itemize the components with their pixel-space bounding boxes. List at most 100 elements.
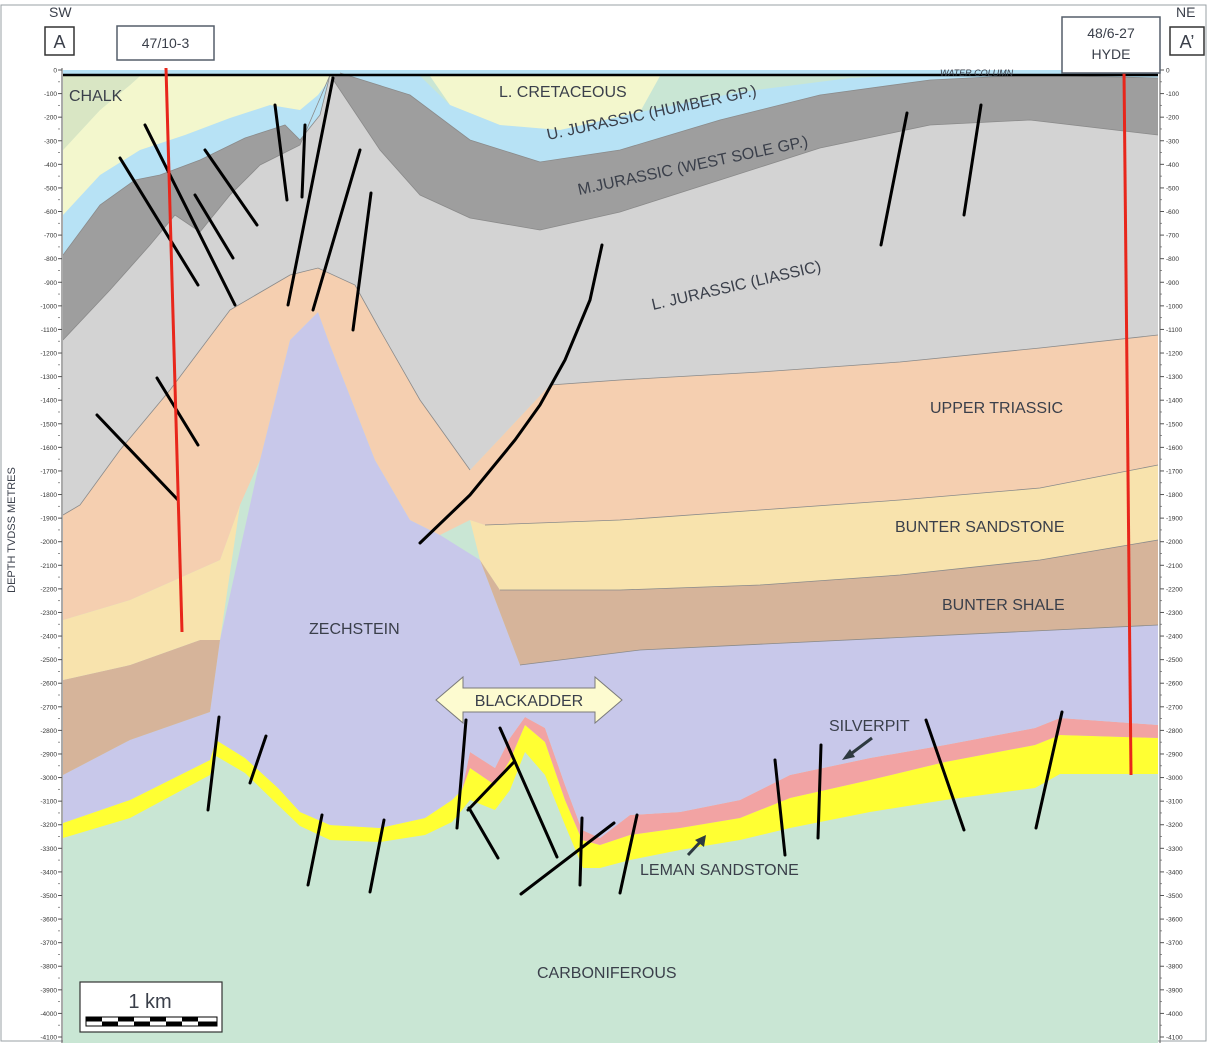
depth-tick-label: -3100: [40, 799, 57, 806]
depth-tick-label: -300: [1166, 138, 1179, 145]
depth-tick-label: -2600: [1166, 681, 1183, 688]
depth-tick-label: -2400: [1166, 634, 1183, 641]
depth-tick-label: -800: [44, 256, 57, 263]
depth-tick-label: -1300: [1166, 374, 1183, 381]
scale-bar-label: 1 km: [128, 991, 171, 1013]
fault: [311, 148, 362, 312]
marker-a-prime-box: [1169, 26, 1205, 56]
depth-tick-label: -4000: [40, 1011, 57, 1018]
depth-tick-label: -2200: [1166, 586, 1183, 593]
label-chalk: CHALK: [69, 88, 123, 105]
layer-zechstein: [63, 312, 1158, 838]
layer-bunter-shale: [63, 540, 1158, 775]
depth-tick-label: -100: [1166, 91, 1179, 98]
fault: [879, 111, 909, 247]
depth-tick-label: -1400: [40, 398, 57, 405]
fault: [118, 156, 200, 287]
depth-tick-label: -4100: [1166, 1035, 1183, 1042]
layer-upper-triassic: [63, 268, 1158, 620]
depth-tick-label: -2100: [1166, 563, 1183, 570]
silverpit-arrowhead: [842, 749, 855, 760]
fault: [368, 818, 386, 894]
depth-axis-right: 0-100-200-300-400-500-600-700-800-900-10…: [1160, 68, 1183, 1042]
depth-tick-label: -800: [1166, 256, 1179, 263]
well-label-47-10-3: 47/10-3: [142, 35, 190, 51]
geologic-layers: [63, 70, 1158, 1043]
well-trace-47-10-3: [164, 67, 184, 633]
depth-tick-label: -1500: [1166, 421, 1183, 428]
label-water-column: WATER COLUMN: [940, 68, 1014, 78]
faults: [95, 76, 1064, 896]
fault: [418, 243, 604, 545]
depth-tick-label: -600: [1166, 209, 1179, 216]
depth-tick-label: -2100: [40, 563, 57, 570]
layer-lower-cretaceous: [63, 76, 660, 215]
depth-tick-label: -2300: [40, 610, 57, 617]
fault: [467, 806, 500, 860]
depth-tick-label: -3300: [40, 846, 57, 853]
depth-tick-label: -1300: [40, 374, 57, 381]
depth-tick-label: -3800: [1166, 964, 1183, 971]
depth-tick-label: -1100: [41, 327, 58, 334]
depth-tick-label: -100: [44, 91, 57, 98]
depth-tick-label: -3400: [1166, 869, 1183, 876]
depth-tick-label: -2300: [1166, 610, 1183, 617]
depth-tick-label: -2200: [40, 586, 57, 593]
depth-tick-label: -300: [44, 138, 57, 145]
depth-tick-label: -3700: [40, 940, 57, 947]
fault: [203, 148, 259, 227]
depth-tick-label: -3800: [40, 964, 57, 971]
depth-tick-label: -3500: [40, 893, 57, 900]
fault: [816, 743, 823, 840]
scale-bar-segment: [166, 1021, 182, 1026]
fault: [206, 715, 221, 812]
layer-bunter-sandstone: [63, 465, 1158, 680]
fault: [143, 123, 237, 307]
depth-tick-label: -1100: [1166, 327, 1183, 334]
label-bunter-shale: BUNTER SHALE: [942, 597, 1065, 614]
depth-tick-label: -1800: [1166, 492, 1183, 499]
well-label-hyde: HYDE: [1092, 46, 1131, 62]
fault: [95, 413, 180, 502]
fault: [273, 103, 289, 202]
depth-tick-label: -1700: [1166, 468, 1183, 475]
layer-lower-jurassic: [63, 75, 1158, 515]
marker-a: A: [53, 32, 65, 52]
depth-tick-label: -900: [1166, 280, 1179, 287]
depth-tick-label: -2400: [40, 634, 57, 641]
depth-tick-label: -2700: [40, 704, 57, 711]
layer-leman-sandstone: [63, 725, 1158, 868]
direction-sw: SW: [49, 4, 72, 20]
fault: [193, 193, 235, 260]
direction-ne: NE: [1176, 4, 1195, 20]
fault: [300, 123, 307, 199]
fault: [498, 726, 559, 859]
depth-tick-label: -3600: [40, 917, 57, 924]
fault: [1034, 710, 1064, 830]
depth-tick-label: -2000: [1166, 539, 1183, 546]
depth-tick-label: -1200: [40, 351, 57, 358]
layer-boundaries: [63, 72, 1158, 666]
depth-tick-label: -3200: [1166, 822, 1183, 829]
depth-tick-label: -2500: [1166, 657, 1183, 664]
leman-arrow: [686, 839, 703, 857]
depth-tick-label: -3000: [40, 775, 57, 782]
blackadder-marker: BLACKADDER: [435, 675, 623, 725]
depth-tick-label: -4000: [1166, 1011, 1183, 1018]
depth-tick-label: -3100: [1166, 799, 1183, 806]
label-bunter-sandstone: BUNTER SANDSTONE: [895, 519, 1065, 536]
fault: [455, 718, 468, 830]
depth-tick-label: -1900: [1166, 516, 1183, 523]
well-label-box-hyde: [1061, 16, 1161, 74]
depth-tick-label: -3700: [1166, 940, 1183, 947]
fault: [618, 813, 639, 895]
depth-tick-label: -3900: [1166, 987, 1183, 994]
scale-bar-segment: [150, 1017, 166, 1022]
marker-a-prime: A’: [1180, 32, 1195, 52]
label-silverpit: SILVERPIT: [829, 718, 910, 735]
depth-tick-label: -1700: [40, 468, 57, 475]
annotation-arrows: [686, 736, 873, 857]
depth-tick-label: -400: [44, 162, 57, 169]
label-leman-sandstone: LEMAN SANDSTONE: [640, 862, 799, 879]
